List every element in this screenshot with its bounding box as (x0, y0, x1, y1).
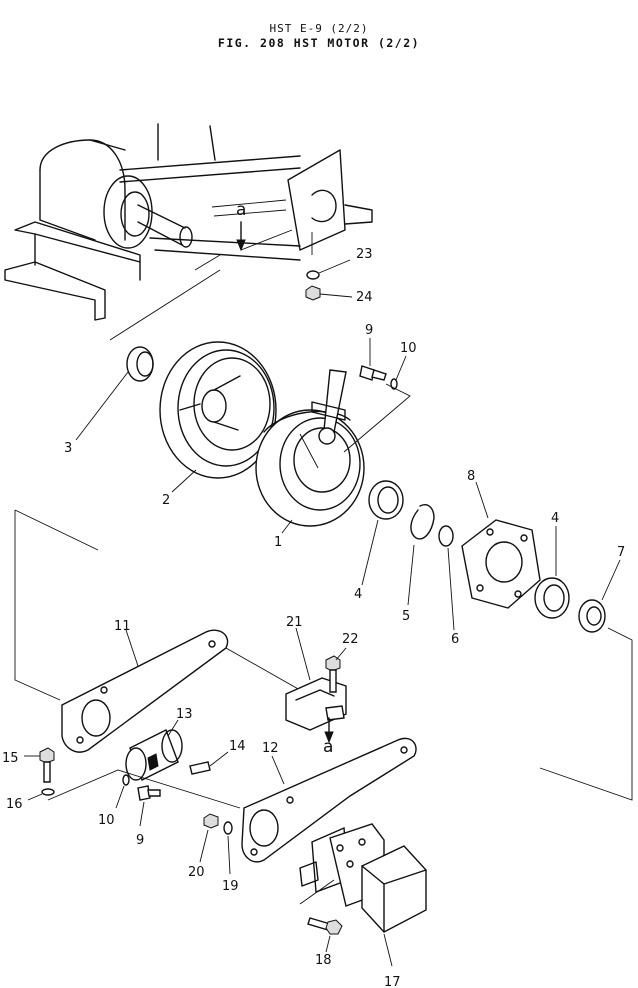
part-15-bolt (24, 747, 55, 783)
ref-marker-label: a (323, 737, 333, 757)
part-8-flange (461, 481, 541, 609)
callout-22: 22 (342, 632, 359, 647)
callout-labels: 1 2 3 4 4 5 6 7 8 9 9 10 10 11 12 13 14 … (2, 247, 625, 988)
part-19-washer (223, 821, 233, 875)
part-1-brake-assembly (255, 369, 365, 534)
ref-marker-label: a (236, 200, 246, 220)
callout-13: 13 (176, 707, 193, 722)
guide-line (47, 769, 241, 809)
callout-15: 15 (2, 751, 19, 766)
guide-line (343, 383, 411, 453)
callout-11: 11 (114, 619, 131, 634)
callout-9-upper: 9 (365, 323, 373, 338)
callout-10-upper: 10 (400, 341, 417, 356)
machine-frame (4, 123, 373, 321)
callout-12: 12 (262, 741, 279, 756)
callout-4-first: 4 (354, 587, 362, 602)
callout-14: 14 (229, 739, 246, 754)
callout-16: 16 (6, 797, 23, 812)
part-9-bolt-upper (359, 338, 387, 381)
part-12-arm (241, 737, 417, 863)
figure-title: FIG. 208 HST MOTOR (2/2) (217, 36, 421, 50)
callout-6: 6 (451, 632, 459, 647)
callout-5: 5 (402, 609, 410, 624)
callout-3: 3 (64, 441, 72, 456)
part-4-bearing-second (534, 526, 570, 619)
callout-10-lower: 10 (98, 813, 115, 828)
guide-line (109, 254, 221, 341)
callout-7: 7 (617, 545, 625, 560)
callout-21: 21 (286, 615, 303, 630)
callout-24: 24 (356, 290, 373, 305)
callout-18: 18 (315, 953, 332, 968)
callout-17: 17 (384, 975, 401, 988)
callout-2: 2 (162, 493, 170, 508)
part-17-hst-motor (299, 823, 427, 967)
part-9-bolt-lower (137, 785, 161, 827)
part-23-washer (306, 259, 351, 280)
callout-4-second: 4 (551, 511, 559, 526)
part-20-nut (199, 813, 219, 863)
guide-line (539, 627, 633, 801)
part-6-ring (438, 525, 455, 631)
ref-marker-a-bottom: a (323, 717, 334, 757)
part-13-coupling (125, 719, 183, 781)
callout-23: 23 (356, 247, 373, 262)
part-24-nut (305, 285, 353, 301)
callout-1: 1 (274, 535, 282, 550)
callout-19: 19 (222, 879, 239, 894)
part-18-bolt (299, 879, 343, 953)
part-21-bracket (285, 627, 347, 731)
part-3-bearing (75, 346, 154, 441)
part-14-key (189, 751, 229, 775)
callout-9-lower: 9 (136, 833, 144, 848)
part-5-snap-ring (407, 504, 435, 606)
part-22-bolt (325, 647, 347, 693)
part-4-bearing-first (361, 480, 404, 586)
guide-line (14, 509, 99, 701)
part-11-arm (61, 629, 301, 753)
figure-code: HST E-9 (2/2) (269, 22, 369, 35)
part-10-washer-lower (115, 774, 130, 809)
part-16-washer (27, 788, 55, 801)
ref-marker-a-top: a (236, 200, 313, 255)
callout-20: 20 (188, 865, 205, 880)
part-7-seal (578, 559, 621, 633)
callout-8: 8 (467, 469, 475, 484)
part-2-pulley (159, 341, 277, 493)
part-10-washer-upper (390, 355, 407, 390)
